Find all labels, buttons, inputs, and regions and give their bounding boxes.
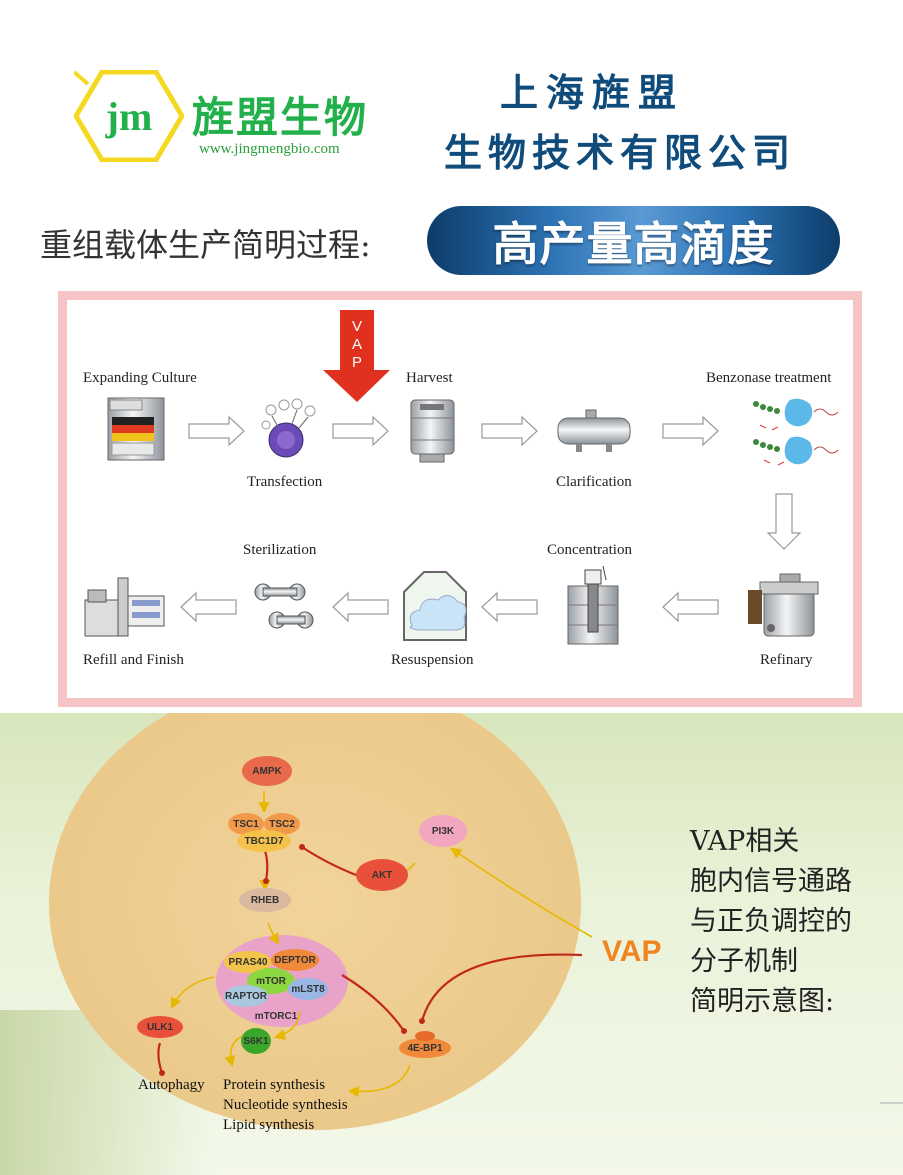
svg-text:A: A	[352, 336, 362, 353]
caption-line-3: 与正负调控的	[690, 906, 852, 937]
harvest-drum-icon	[410, 399, 455, 463]
flow-arrow-7	[332, 591, 389, 623]
pras40-node: PRAS40	[224, 951, 272, 973]
flow-arrow-6	[481, 591, 538, 623]
company-logo: jm	[74, 70, 184, 162]
banner-text: 高产量高滴度	[492, 216, 775, 271]
company-name-line1: 上海旌盟	[500, 70, 685, 115]
refinary-vessel-icon	[748, 573, 819, 637]
step-label-refill-finish: Refill and Finish	[83, 652, 184, 668]
svg-text:mLST8: mLST8	[291, 984, 325, 995]
flow-arrow-4	[662, 415, 719, 447]
vap-label: VAP	[602, 935, 662, 968]
pi3k-node: PI3K	[419, 815, 467, 847]
step-label-resuspension: Resuspension	[391, 652, 474, 668]
brand-url[interactable]: www.jingmengbio.com	[199, 141, 340, 157]
step-label-harvest: Harvest	[406, 370, 453, 386]
flow-arrow-1	[188, 415, 245, 447]
svg-text:V: V	[352, 318, 362, 335]
process-graphics: V A P	[84, 310, 839, 645]
svg-text:4E-BP1: 4E-BP1	[407, 1043, 442, 1054]
ulk1-node: ULK1	[137, 1016, 183, 1038]
mtorc1-label: mTORC1	[255, 1011, 298, 1022]
caption-line-2: 胞内信号通路	[690, 866, 852, 897]
svg-text:AKT: AKT	[372, 870, 393, 881]
caption-line-1: VAP相关	[690, 826, 800, 857]
4ebp1-node: 4E-BP1	[399, 1031, 451, 1058]
banner-pill: 高产量高滴度	[427, 206, 840, 275]
svg-text:PI3K: PI3K	[432, 826, 455, 837]
benzonase-enzyme-icon	[753, 398, 839, 466]
mlst8-node: mLST8	[288, 978, 328, 1000]
cell-transfection-icon	[261, 398, 316, 458]
output-lipid-synthesis: Lipid synthesis	[223, 1117, 315, 1133]
step-label-sterilization: Sterilization	[243, 542, 317, 558]
incubator-icon	[107, 397, 165, 461]
deptor-node: DEPTOR	[271, 949, 319, 971]
svg-text:P: P	[352, 354, 362, 371]
output-nucleotide-synthesis: Nucleotide synthesis	[223, 1097, 348, 1113]
step-label-concentration: Concentration	[547, 542, 632, 558]
svg-text:S6K1: S6K1	[243, 1036, 268, 1047]
pathway-caption: VAP相关 胞内信号通路 与正负调控的 分子机制 简明示意图:	[690, 822, 852, 1022]
tbc1d7-node: TBC1D7	[237, 830, 291, 852]
output-protein-synthesis: Protein synthesis	[223, 1077, 326, 1093]
clarification-filter-icon	[557, 409, 631, 452]
raptor-node: RAPTOR	[224, 985, 268, 1007]
ampk-node: AMPK	[242, 756, 292, 786]
flow-arrow-3	[481, 415, 538, 447]
tsc2-node: TSC2	[264, 813, 300, 835]
step-label-expanding-culture: Expanding Culture	[83, 370, 197, 386]
step-label-transfection: Transfection	[247, 474, 323, 490]
svg-text:TSC2: TSC2	[269, 819, 295, 830]
company-name-line2: 生物技术有限公司	[444, 130, 797, 175]
logo-mark-text: jm	[105, 94, 153, 139]
step-label-benzonase: Benzonase treatment	[706, 370, 832, 386]
svg-text:TSC1: TSC1	[233, 819, 259, 830]
concentration-tank-icon	[567, 565, 619, 645]
svg-text:DEPTOR: DEPTOR	[274, 955, 316, 966]
pathway-diagram: AMPK TSC1 TSC2 TBC1D7 PI3K AKT RHEB PRAS…	[49, 713, 903, 1130]
rheb-node: RHEB	[239, 888, 291, 912]
step-label-clarification: Clarification	[556, 474, 632, 490]
vap-down-arrow: V A P	[323, 310, 390, 402]
flow-arrow-2	[332, 415, 389, 447]
resuspension-tent-icon	[403, 571, 467, 641]
brand-name: 旌盟生物	[192, 93, 369, 142]
output-autophagy: Autophagy	[138, 1077, 205, 1093]
flow-arrow-5	[662, 591, 719, 623]
tsc1-node: TSC1	[228, 813, 264, 835]
process-subtitle: 重组载体生产简明过程:	[40, 226, 371, 264]
fill-finish-machine-icon	[84, 577, 165, 637]
caption-line-5: 简明示意图:	[690, 986, 835, 1017]
s6k1-node: S6K1	[241, 1028, 271, 1054]
akt-node: AKT	[356, 859, 408, 891]
svg-text:RAPTOR: RAPTOR	[225, 991, 268, 1002]
sterilization-filter-icon	[254, 583, 314, 629]
flow-arrow-8	[180, 591, 237, 623]
svg-text:ULK1: ULK1	[147, 1022, 174, 1033]
svg-text:PRAS40: PRAS40	[229, 957, 268, 968]
svg-text:TBC1D7: TBC1D7	[245, 836, 284, 847]
svg-text:mTOR: mTOR	[256, 976, 287, 987]
svg-text:RHEB: RHEB	[251, 895, 279, 906]
caption-line-4: 分子机制	[690, 946, 798, 977]
svg-text:AMPK: AMPK	[252, 766, 282, 777]
cell-ellipse	[49, 713, 581, 1130]
step-label-refinary: Refinary	[760, 652, 813, 668]
flow-arrow-down	[766, 493, 802, 550]
